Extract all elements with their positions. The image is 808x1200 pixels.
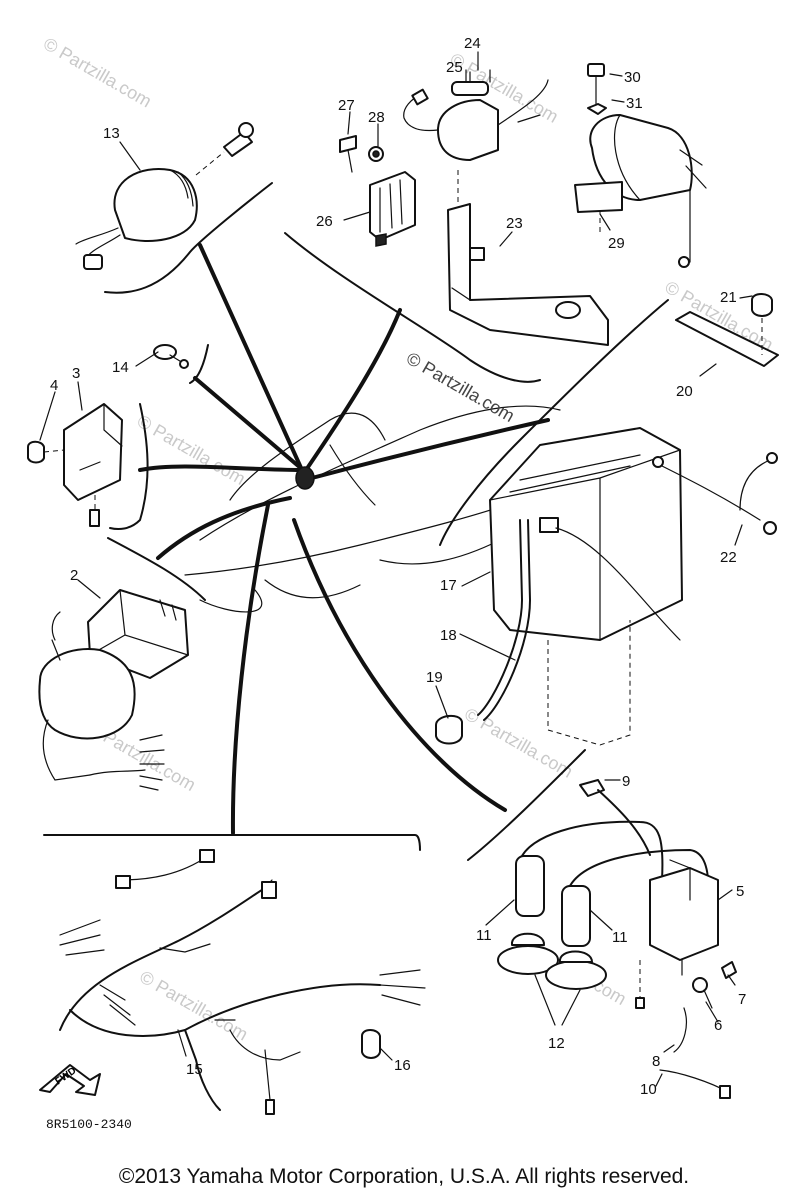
part-number-2: 2 xyxy=(70,567,78,584)
watermark: © Partzilla.com xyxy=(40,33,155,111)
part-number-12: 12 xyxy=(548,1035,565,1052)
part-22-lead xyxy=(652,452,778,535)
part-27-bolt xyxy=(339,135,384,173)
leader-lines xyxy=(39,51,753,1087)
part-20-battery-band xyxy=(675,293,779,367)
part-number-labels: 13 14 3 4 2 24 25 27 28 26 23 30 31 29 2… xyxy=(50,35,746,1098)
watermark: © Partzilla.com xyxy=(136,967,251,1045)
part-number-10: 10 xyxy=(640,1081,657,1098)
callout-lines xyxy=(138,243,550,835)
part-number-11-left: 11 xyxy=(476,927,492,944)
part-2-cdi-unit xyxy=(38,589,189,791)
part-number-24: 24 xyxy=(464,35,481,52)
part-number-6: 6 xyxy=(714,1017,722,1034)
group-brackets xyxy=(43,182,669,861)
part-17-battery xyxy=(489,427,683,746)
part-number-28: 28 xyxy=(368,109,385,126)
part-number-11-right: 11 xyxy=(612,929,628,946)
part-18-breather-hose xyxy=(435,519,531,745)
part-number-22: 22 xyxy=(720,549,737,566)
part-26-clip xyxy=(369,171,416,247)
part-hardware-small xyxy=(659,961,737,1099)
part-24-fuse-holder xyxy=(403,69,549,161)
part-3-regulator xyxy=(27,403,123,527)
center-hub xyxy=(295,466,315,490)
copyright-notice: ©2013 Yamaha Motor Corporation, U.S.A. A… xyxy=(118,1165,690,1188)
part-number-13: 13 xyxy=(103,125,120,142)
part-number-21: 21 xyxy=(720,289,737,306)
part-13-switch xyxy=(75,122,254,270)
part-number-29: 29 xyxy=(608,235,625,252)
part-14-clamp xyxy=(153,344,189,369)
part-number-8: 8 xyxy=(652,1053,660,1070)
part-number-5: 5 xyxy=(736,883,744,900)
part-number-20: 20 xyxy=(676,383,693,400)
part-number-25: 25 xyxy=(446,59,463,76)
part-number-16: 16 xyxy=(394,1057,411,1074)
part-number-14: 14 xyxy=(112,359,129,376)
part-number-15: 15 xyxy=(186,1061,203,1078)
part-number-9: 9 xyxy=(622,773,630,790)
part-number-3: 3 xyxy=(72,365,80,382)
part-number-17: 17 xyxy=(440,577,457,594)
part-number-7: 7 xyxy=(738,991,746,1008)
part-number-30: 30 xyxy=(624,69,641,86)
part-number-19: 19 xyxy=(426,669,443,686)
part-15-wire-harness xyxy=(59,849,426,1115)
part-number-4: 4 xyxy=(50,377,58,394)
part-number-18: 18 xyxy=(440,627,457,644)
part-number-31: 31 xyxy=(626,95,643,112)
part-23-bracket xyxy=(447,170,609,346)
part-number-23: 23 xyxy=(506,215,523,232)
watermark: © Partzilla.com xyxy=(134,411,249,489)
fwd-arrow: FWD xyxy=(39,1064,101,1096)
part-12-plug-caps xyxy=(497,932,607,1026)
part-5-ignition-coil xyxy=(515,779,719,1009)
part-16-connector xyxy=(361,1029,381,1059)
watermark-center: © Partzilla.com xyxy=(403,348,518,426)
part-29-starter-relay xyxy=(574,63,707,268)
part-number-27: 27 xyxy=(338,97,355,114)
diagram-code: 8R5100-2340 xyxy=(46,1117,132,1132)
part-number-26: 26 xyxy=(316,213,333,230)
